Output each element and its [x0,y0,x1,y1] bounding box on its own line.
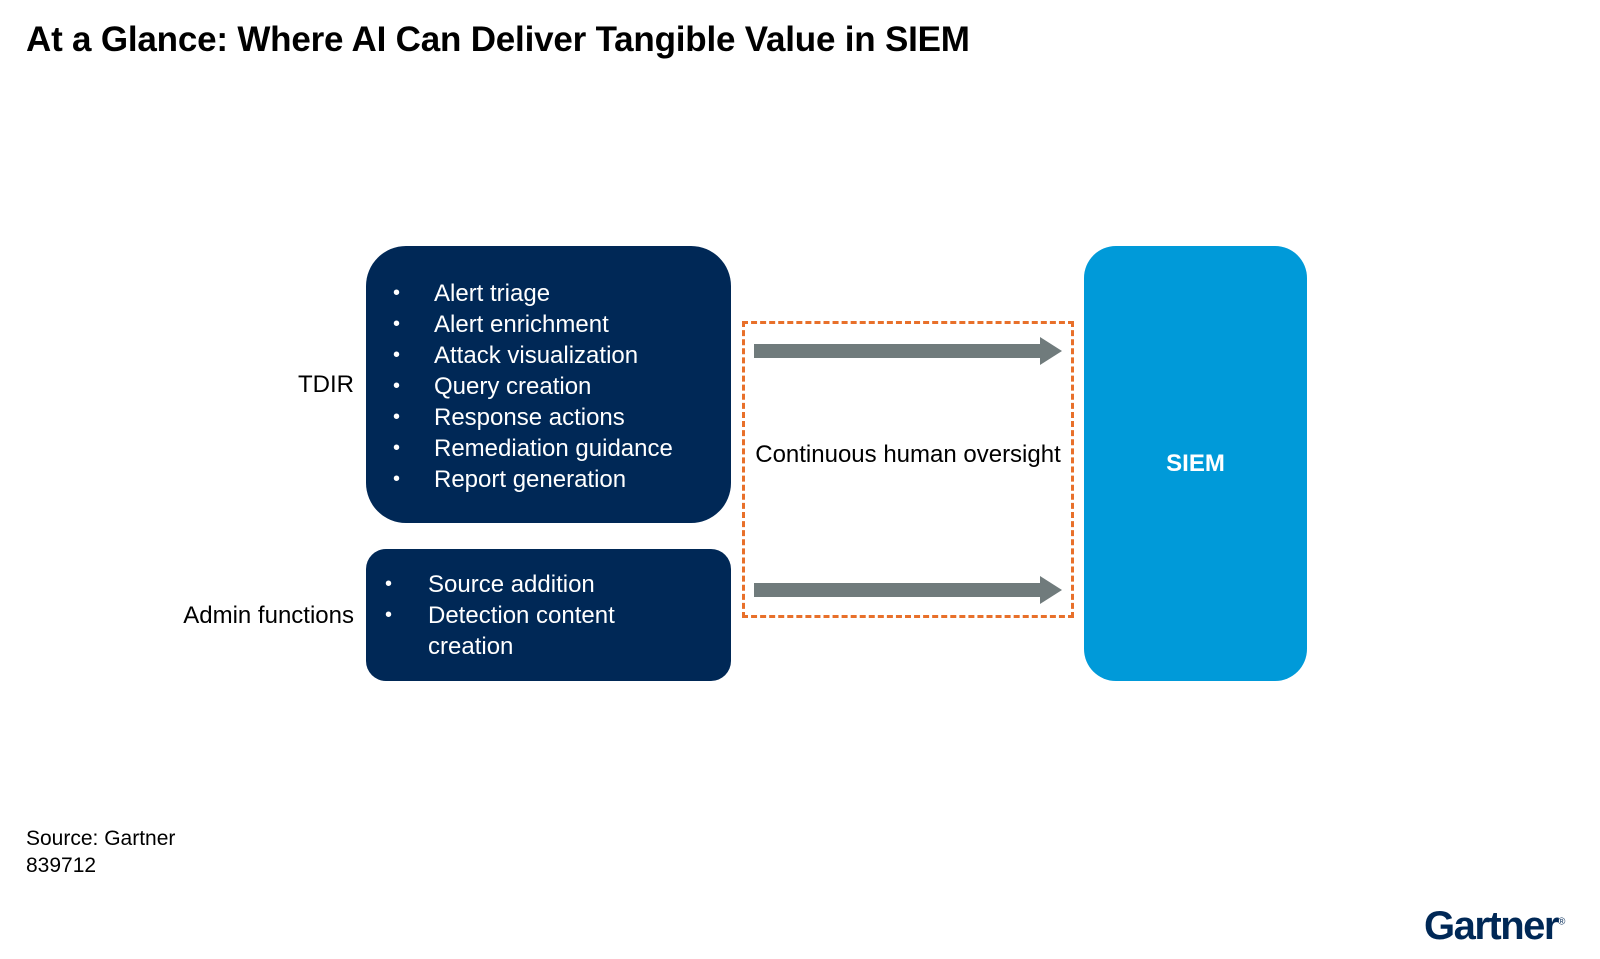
tdir-list: •Alert triage •Alert enrichment •Attack … [366,278,731,495]
list-item: •Alert enrichment [393,311,609,338]
list-item: •Attack visualization [393,342,639,369]
admin-list: •Source addition •Detection content crea… [366,569,731,662]
bullet-icon: • [393,344,401,366]
bullet-icon: • [393,313,401,335]
page-title: At a Glance: Where AI Can Deliver Tangib… [26,20,970,59]
bullet-icon: • [393,406,401,428]
tdir-label: TDIR [298,371,354,398]
tdir-panel: •Alert triage •Alert enrichment •Attack … [366,246,731,523]
source-text: Source: Gartner [26,827,176,850]
list-item: •Alert triage [393,280,551,307]
siem-label: SIEM [1166,449,1225,477]
bullet-icon: • [393,437,401,459]
source-note: Source: Gartner 839712 [26,825,175,879]
gartner-logo: Gartner® [1424,906,1565,946]
bullet-icon: • [393,468,401,490]
admin-functions-panel: •Source addition •Detection content crea… [366,549,731,681]
human-oversight-label: Continuous human oversight [755,441,1061,468]
registered-mark-icon: ® [1558,916,1566,928]
admin-functions-label: Admin functions [183,602,354,629]
bullet-icon: • [385,604,393,626]
tdir-arrow-icon [754,337,1062,365]
admin-arrow-icon [754,576,1062,604]
list-item: •Detection content creation [385,602,615,660]
list-item: •Remediation guidance [393,435,673,462]
siem-box: SIEM [1084,246,1307,681]
human-oversight-box [742,321,1074,618]
list-item: •Query creation [393,373,592,400]
logo-text: Gartner [1424,904,1560,948]
bullet-icon: • [393,375,401,397]
bullet-icon: • [385,573,393,595]
list-item: •Source addition [385,571,595,598]
bullet-icon: • [393,282,401,304]
document-id: 839712 [26,854,97,877]
list-item: •Response actions [393,404,625,431]
list-item: •Report generation [393,466,627,493]
